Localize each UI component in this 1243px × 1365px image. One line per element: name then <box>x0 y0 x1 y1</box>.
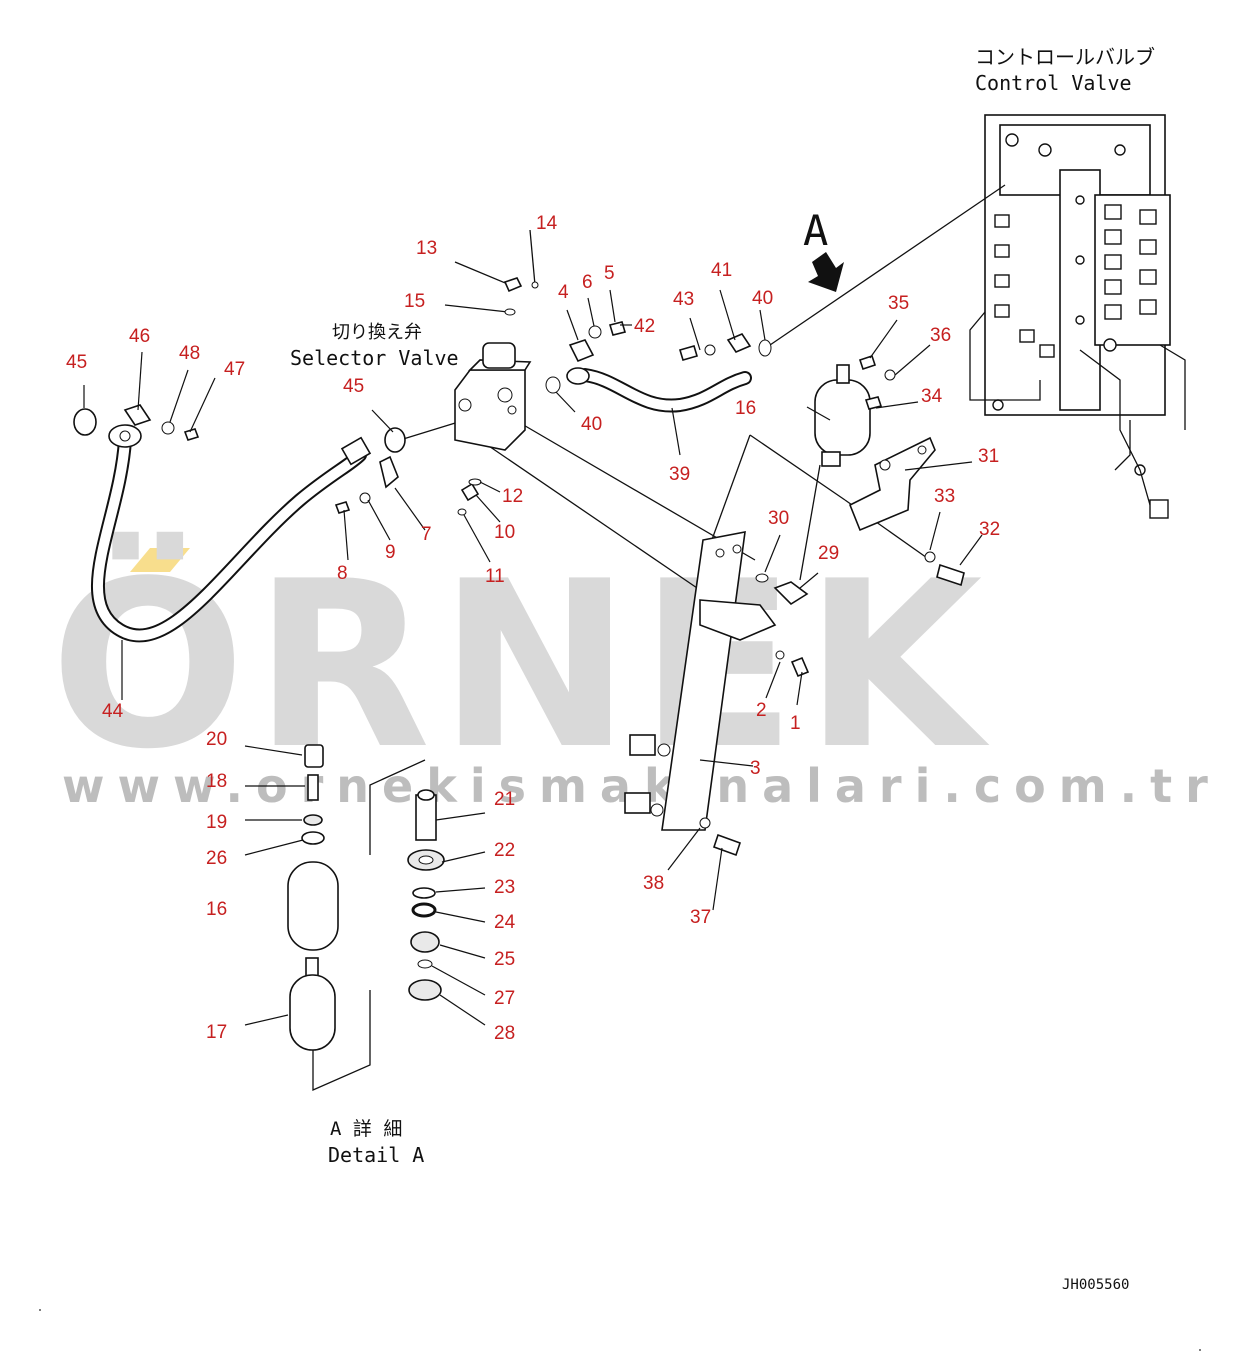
callout-19: 19 <box>206 812 227 833</box>
drawing-code: JH005560 <box>1062 1277 1129 1293</box>
callout-15: 15 <box>404 291 425 312</box>
callout-28: 28 <box>494 1023 515 1044</box>
callout-21: 21 <box>494 789 515 810</box>
callout-33: 33 <box>934 486 955 507</box>
callout-7: 7 <box>421 524 432 545</box>
selector-valve-drawing: 切り換え弁 Selector Valve <box>290 277 561 516</box>
callout-12: 12 <box>502 486 523 507</box>
callout-6: 6 <box>582 272 593 293</box>
callout-14: 14 <box>536 213 558 234</box>
callout-9: 9 <box>385 542 396 563</box>
callout-42: 42 <box>634 316 655 337</box>
callout-48: 48 <box>179 343 200 364</box>
callout-24: 24 <box>494 912 516 933</box>
callout-17: 17 <box>206 1022 227 1043</box>
callout-43: 43 <box>673 289 694 310</box>
callout-4: 4 <box>558 282 569 303</box>
corner-dot-left <box>39 1309 41 1311</box>
callout-16: 16 <box>735 398 756 419</box>
callout-18: 18 <box>206 771 227 792</box>
callout-45: 45 <box>66 352 87 373</box>
callout-16-detail: 16 <box>206 899 227 920</box>
callout-40: 40 <box>752 288 773 309</box>
callout-29: 29 <box>818 543 839 564</box>
callout-36: 36 <box>930 325 951 346</box>
callout-5: 5 <box>604 263 615 284</box>
callout-10: 10 <box>494 522 515 543</box>
callout-46: 46 <box>129 326 150 347</box>
callout-47: 47 <box>224 359 245 380</box>
callout-34: 34 <box>921 386 943 407</box>
callout-31: 31 <box>978 446 999 467</box>
callout-numbers: 1 2 3 4 5 6 7 8 9 10 11 12 13 14 15 16 1… <box>66 213 1000 1044</box>
callout-20: 20 <box>206 729 227 750</box>
control-valve-label-en: Control Valve <box>975 71 1132 95</box>
callout-45-right: 45 <box>343 376 364 397</box>
callout-38: 38 <box>643 873 664 894</box>
control-valve-label-jp: コントロールバルブ <box>975 45 1155 69</box>
callout-22: 22 <box>494 840 515 861</box>
callout-leaders <box>83 289 983 1026</box>
bracket-3 <box>624 531 810 857</box>
detail-a-drawing: A 詳 細 Detail A <box>287 744 445 1167</box>
callout-2: 2 <box>756 700 767 721</box>
view-arrow-label: A <box>803 206 828 255</box>
callout-30: 30 <box>768 508 789 529</box>
callout-44: 44 <box>102 701 124 722</box>
callout-13: 13 <box>416 238 437 259</box>
view-arrow-a: A <box>803 206 844 292</box>
callout-35: 35 <box>888 293 909 314</box>
callout-25: 25 <box>494 949 515 970</box>
callout-1: 1 <box>790 713 801 734</box>
detail-label-en: Detail A <box>328 1143 424 1167</box>
leader-lines <box>399 184 1006 591</box>
watermark-brand: ÖRNEK <box>50 531 990 800</box>
callout-26: 26 <box>206 848 227 869</box>
control-valve-drawing: コントロールバルブ Control Valve <box>969 45 1186 519</box>
callout-23: 23 <box>494 877 515 898</box>
selector-valve-label-en: Selector Valve <box>290 346 459 370</box>
callout-11: 11 <box>485 566 505 587</box>
bracket-31 <box>848 436 965 587</box>
callout-8: 8 <box>337 563 348 584</box>
callout-40-lower: 40 <box>581 414 602 435</box>
callout-32: 32 <box>979 519 1000 540</box>
accumulator-drawing <box>814 354 896 467</box>
hose-39 <box>566 321 772 413</box>
callout-27: 27 <box>494 988 515 1009</box>
selector-valve-label-jp: 切り換え弁 <box>332 322 422 343</box>
watermark-accent-mark <box>130 548 190 572</box>
callout-3: 3 <box>750 758 761 779</box>
corner-dot-right <box>1199 1349 1201 1351</box>
callout-37: 37 <box>690 907 711 928</box>
hose-44 <box>73 404 406 643</box>
callout-41: 41 <box>711 260 732 281</box>
detail-label-jp: A 詳 細 <box>330 1118 402 1140</box>
callout-39: 39 <box>669 464 690 485</box>
